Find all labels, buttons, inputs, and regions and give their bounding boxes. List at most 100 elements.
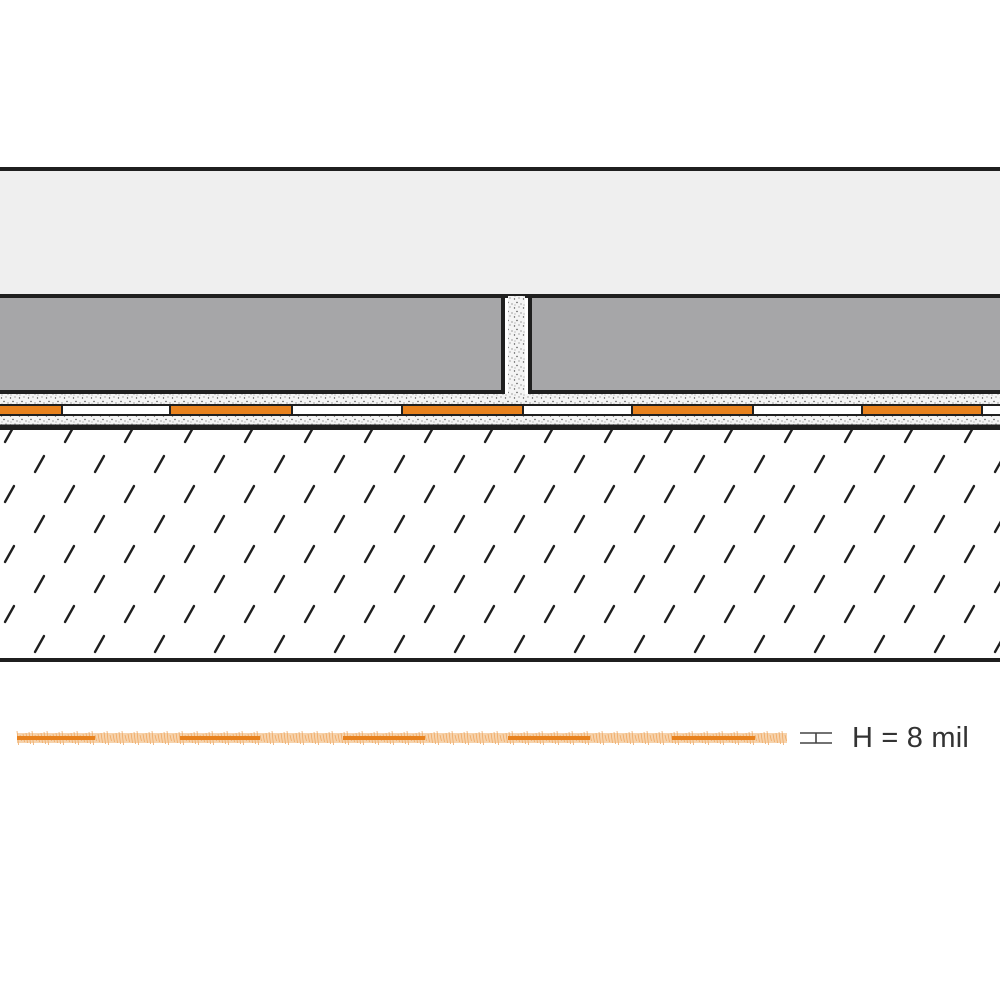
fabric-fiber: [604, 734, 607, 742]
fabric-fiber: [304, 734, 307, 742]
membrane-segment-orange: [631, 404, 754, 416]
concrete-substrate: [0, 426, 1000, 662]
fabric-fiber: [112, 733, 115, 743]
fabric-fiber: [331, 730, 334, 746]
fabric-fiber: [175, 732, 178, 744]
fabric-fiber: [469, 734, 472, 742]
fabric-fiber: [133, 731, 136, 745]
grout-joint: [508, 296, 525, 398]
fabric-fiber: [478, 731, 481, 745]
fabric-fiber: [775, 732, 778, 744]
fabric-fiber: [118, 731, 121, 745]
fabric-fiber: [661, 730, 664, 746]
fabric-fiber: [610, 732, 613, 744]
fabric-fiber: [451, 730, 454, 746]
thickness-label: H = 8 mil: [852, 722, 970, 754]
fabric-fiber: [466, 730, 469, 746]
fabric-fiber: [286, 730, 289, 746]
fabric-fiber: [295, 732, 298, 744]
fabric-fiber: [433, 731, 436, 745]
fabric-fiber: [301, 730, 304, 746]
membrane-segment-white: [981, 404, 1000, 416]
fabric-fiber: [163, 731, 166, 745]
fabric-fiber: [262, 733, 265, 743]
fabric-fiber: [115, 732, 118, 744]
fabric-fiber: [658, 731, 661, 745]
thickness-marker-icon: [800, 732, 832, 744]
fabric-fiber: [670, 732, 673, 744]
fabric-fiber: [595, 732, 598, 744]
fabric-fiber: [172, 733, 175, 743]
fabric-fiber: [598, 731, 601, 745]
fabric-fiber: [340, 732, 343, 744]
fabric-fiber: [430, 732, 433, 744]
fabric-fiber: [109, 734, 112, 742]
fabric-fiber: [592, 733, 595, 743]
membrane-segment-white: [291, 404, 403, 416]
fabric-fiber: [619, 734, 622, 742]
fabric-fiber: [640, 732, 643, 744]
fabric-fiber: [493, 731, 496, 745]
fabric-fiber: [157, 733, 160, 743]
fabric-fiber: [652, 733, 655, 743]
fabric-fiber: [772, 733, 775, 743]
membrane-segment-white: [522, 404, 633, 416]
fabric-orange-band: [508, 736, 590, 740]
membrane-segment-white: [61, 404, 171, 416]
fabric-fiber: [454, 734, 457, 742]
fabric-fiber: [634, 734, 637, 742]
fabric-fiber: [160, 732, 163, 744]
membrane-segment-orange: [0, 404, 63, 416]
fabric-fiber: [145, 732, 148, 744]
fabric-fiber: [424, 734, 427, 742]
fabric-fiber: [322, 733, 325, 743]
fabric-fiber: [616, 730, 619, 746]
fabric-fiber: [268, 731, 271, 745]
fabric-fiber: [289, 734, 292, 742]
fabric-fiber: [502, 733, 505, 743]
fabric-fiber: [763, 731, 766, 745]
fabric-fiber: [271, 730, 274, 746]
membrane-segment-white: [752, 404, 863, 416]
fabric-fiber: [631, 730, 634, 746]
fabric-fiber: [463, 731, 466, 745]
fabric-fiber: [97, 733, 100, 743]
fabric-fiber: [649, 734, 652, 742]
fabric-fiber: [319, 734, 322, 742]
fabric-fiber: [460, 732, 463, 744]
fabric-fiber: [106, 730, 109, 746]
fabric-fiber: [637, 733, 640, 743]
fabric-fiber: [283, 731, 286, 745]
fabric-fiber: [613, 731, 616, 745]
fabric-orange-band: [180, 736, 260, 740]
fabric-fiber: [643, 731, 646, 745]
fabric-fiber: [274, 734, 277, 742]
fabric-fiber: [277, 733, 280, 743]
fabric-fiber: [169, 734, 172, 742]
fabric-fiber: [439, 734, 442, 742]
fabric-fiber: [487, 733, 490, 743]
fabric-fiber: [310, 732, 313, 744]
fabric-fiber: [757, 733, 760, 743]
fabric-fiber: [178, 731, 181, 745]
fabric-fiber: [142, 733, 145, 743]
fabric-fiber: [496, 730, 499, 746]
fabric-fiber: [625, 732, 628, 744]
fabric-fiber: [778, 731, 781, 745]
fabric-fiber: [664, 734, 667, 742]
fabric-fiber: [442, 733, 445, 743]
fabric-fiber: [130, 732, 133, 744]
fabric-fiber: [475, 732, 478, 744]
fabric-fiber: [499, 734, 502, 742]
fabric-fiber: [103, 731, 106, 745]
fabric-orange-band: [672, 736, 755, 740]
fabric-fiber: [259, 734, 262, 742]
fabric-fiber: [436, 730, 439, 746]
fabric-fiber: [445, 732, 448, 744]
fabric-fiber: [784, 734, 787, 742]
fabric-fiber: [655, 732, 658, 744]
fabric-fiber: [769, 734, 772, 742]
fabric-fiber: [607, 733, 610, 743]
fabric-fiber: [646, 730, 649, 746]
fabric-fiber: [427, 733, 430, 743]
